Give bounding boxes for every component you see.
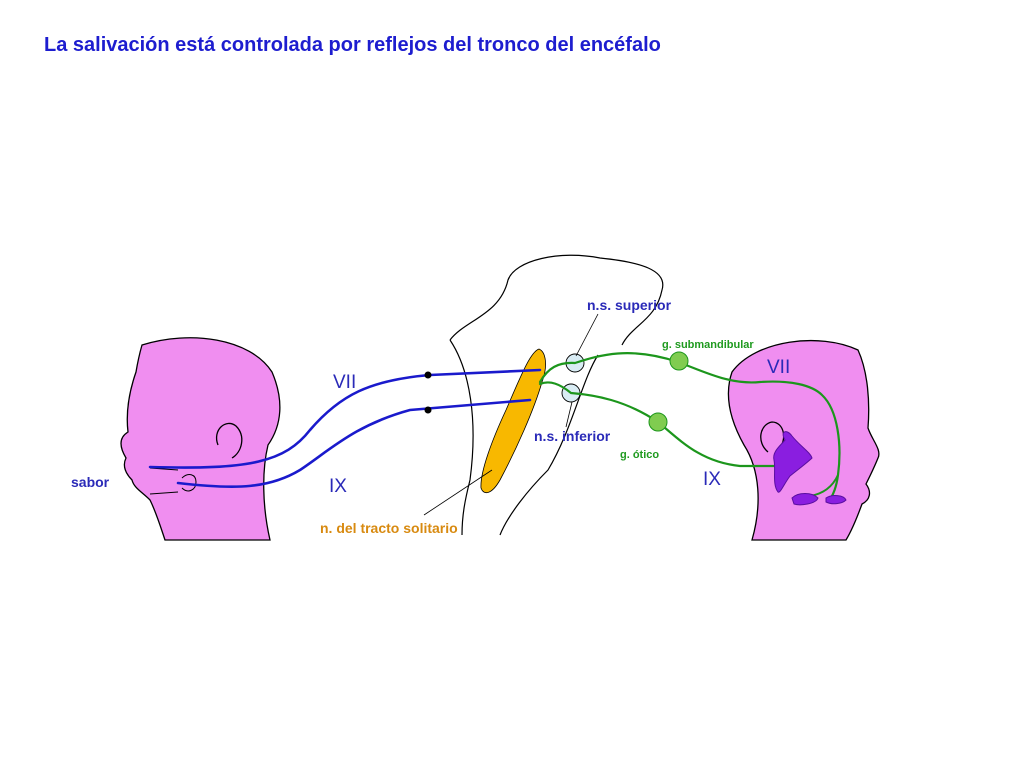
label-ix-right: IX — [703, 469, 721, 490]
nerve-ix-dot — [424, 406, 432, 414]
submandibular-ganglion — [669, 351, 689, 371]
label-vii-left: VII — [333, 372, 356, 393]
submandibular-gland — [791, 493, 819, 506]
label-vii-right: VII — [767, 357, 790, 378]
label-tracto-solitario: n. del tracto solitario — [320, 520, 458, 536]
nerve-ix-efferent — [538, 381, 787, 468]
leader-ns-inferior — [565, 401, 573, 428]
brainstem-outline-left — [449, 254, 664, 346]
label-sabor: sabor — [71, 474, 110, 490]
otic-ganglion — [648, 412, 668, 432]
right-ear — [760, 421, 785, 453]
label-g-submandibular: g. submandibular — [662, 339, 754, 351]
brainstem-outline-right-edge — [499, 354, 599, 536]
nerve-vii-afferent — [148, 368, 542, 469]
label-g-otico: g. ótico — [620, 449, 659, 461]
left-tongue-outline — [181, 474, 197, 492]
nerve-vii-dot — [424, 371, 432, 379]
right-head — [727, 340, 880, 541]
label-ix-left: IX — [329, 476, 347, 497]
parotid-gland — [773, 431, 813, 493]
label-ns-inferior: n.s. inferior — [534, 428, 611, 444]
leader-tracto-solitario — [423, 469, 493, 516]
label-ns-superior: n.s. superior — [587, 297, 672, 313]
brainstem-outline-left-edge — [449, 339, 474, 536]
nerve-ix-afferent — [176, 398, 532, 489]
left-ear — [215, 422, 243, 459]
sublingual-gland — [825, 495, 847, 505]
leader-ns-superior — [575, 313, 599, 357]
left-head — [120, 337, 281, 541]
nerve-vii-efferent — [538, 352, 841, 502]
page-title: La salivación está controlada por reflej… — [44, 34, 661, 56]
